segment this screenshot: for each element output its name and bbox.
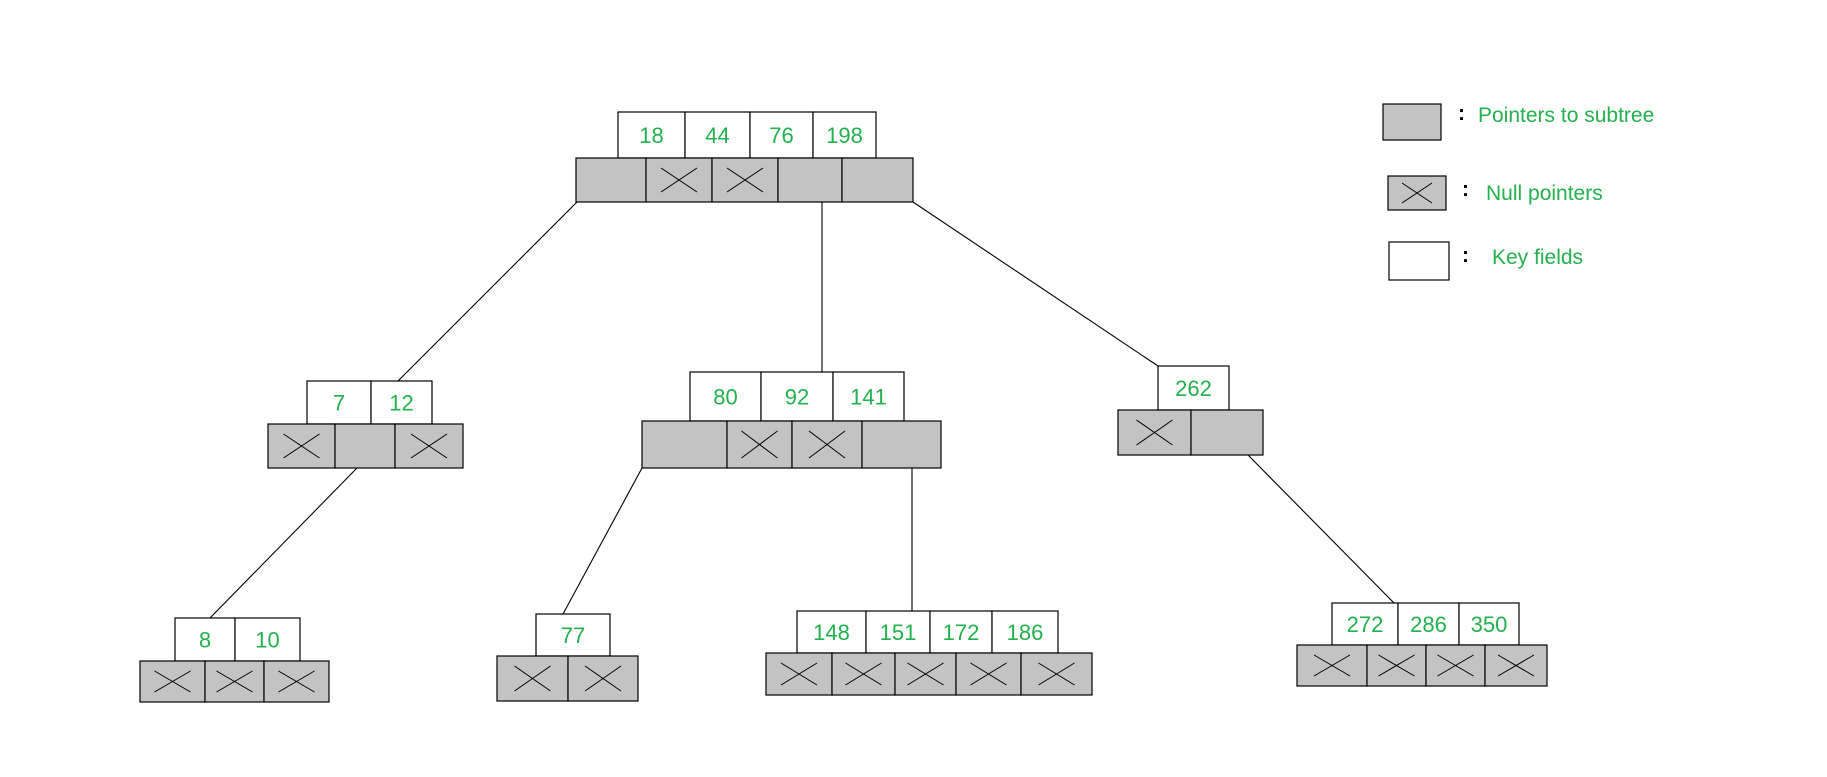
key-value: 172 — [943, 620, 980, 645]
null-pointer-x-icon — [741, 430, 778, 459]
key-value: 141 — [850, 385, 887, 410]
null-pointer-x-icon — [1401, 182, 1433, 204]
tree-nodes: 18 44 76 198 7 12 80 92 141 262 8 10 77 148 151 172 186 2… — [139, 111, 1548, 703]
key-value: 286 — [1410, 612, 1447, 637]
key-value: 18 — [639, 123, 663, 148]
legend-colon: : — [1462, 244, 1469, 267]
null-pointer-x-icon — [660, 167, 698, 193]
key-value: 151 — [880, 620, 917, 645]
key-value: 10 — [255, 628, 279, 653]
null-pointer-x-icon — [845, 662, 882, 686]
null-pointer-x-icon — [1136, 419, 1173, 446]
key-cell — [760, 371, 834, 422]
btree-node-n80: 80 92 141 — [641, 371, 942, 469]
key-cell — [1458, 602, 1520, 646]
btree-node-n262: 262 — [1117, 365, 1264, 456]
key-cell — [991, 610, 1059, 654]
key-cell — [684, 111, 751, 159]
null-pointer-x-icon — [1378, 654, 1415, 677]
key-cell — [370, 380, 433, 425]
null-pointer-x-icon — [283, 433, 320, 459]
subtree-pointer-cell — [575, 157, 647, 203]
legend-null-label: Null pointers — [1486, 182, 1603, 205]
legend-key-swatch — [1388, 241, 1450, 281]
legend-colon: : — [1458, 102, 1465, 125]
null-pointer-x-icon — [808, 430, 846, 459]
key-value: 8 — [199, 628, 211, 653]
btree-node-n272: 272 286 350 — [1296, 602, 1548, 687]
key-cell — [832, 371, 905, 422]
key-value: 92 — [785, 385, 809, 410]
null-pointer-x-icon — [1038, 662, 1075, 686]
null-pointer-x-icon — [970, 662, 1007, 686]
key-value: 262 — [1175, 376, 1212, 401]
subtree-pointer-cell — [777, 157, 843, 203]
edge-n262-to-n272 — [1247, 454, 1395, 604]
null-pointer-x-icon — [278, 670, 315, 693]
null-pointer-x-icon — [907, 662, 944, 686]
key-value: 186 — [1007, 620, 1044, 645]
null-pointer-x-icon — [584, 665, 622, 692]
key-cell — [1157, 365, 1230, 411]
key-cell — [689, 371, 762, 422]
edge-root-to-n7 — [397, 201, 578, 382]
key-cell — [306, 380, 372, 425]
key-cell — [929, 610, 993, 654]
legend: : Pointers to subtree : Null pointers : … — [1382, 102, 1654, 281]
btree-node-root: 18 44 76 198 — [575, 111, 914, 203]
key-value: 272 — [1347, 612, 1384, 637]
key-value: 76 — [769, 123, 793, 148]
key-cell — [812, 111, 877, 159]
key-value: 44 — [705, 123, 729, 148]
legend-key-label: Key fields — [1492, 246, 1583, 269]
subtree-pointer-cell — [841, 157, 914, 203]
key-cell — [1331, 602, 1399, 646]
edge-n7-to-n8 — [209, 467, 358, 619]
null-pointer-x-icon — [514, 665, 551, 692]
key-cell — [535, 613, 611, 657]
null-pointer-x-icon — [154, 670, 191, 693]
null-pointer-x-icon — [216, 670, 253, 693]
tree-edges — [209, 201, 1395, 619]
btree-node-n148: 148 151 172 186 — [765, 610, 1093, 696]
null-pointer-x-icon — [780, 662, 818, 686]
btree-node-n8: 8 10 — [139, 617, 330, 703]
edge-n80-to-n77 — [562, 467, 643, 615]
legend-colon: : — [1462, 178, 1469, 201]
key-value: 198 — [826, 123, 863, 148]
btree-node-n7: 7 12 — [267, 380, 464, 469]
subtree-pointer-cell — [334, 423, 396, 469]
null-pointer-x-icon — [1313, 654, 1351, 677]
key-value: 77 — [561, 623, 585, 648]
null-pointer-x-icon — [1497, 654, 1535, 677]
legend-pointer-label: Pointers to subtree — [1478, 104, 1654, 127]
key-value: 80 — [713, 385, 737, 410]
null-pointer-x-icon — [1437, 654, 1474, 677]
key-value: 12 — [389, 391, 413, 416]
subtree-pointer-cell — [641, 420, 728, 469]
subtree-pointer-cell — [1190, 409, 1264, 456]
btree-node-n77: 77 — [496, 613, 639, 702]
key-value: 7 — [333, 391, 345, 416]
null-pointer-x-icon — [410, 433, 448, 459]
key-value: 148 — [813, 620, 850, 645]
subtree-pointer-cell — [861, 420, 942, 469]
key-cell — [749, 111, 814, 159]
key-value: 350 — [1471, 612, 1508, 637]
edge-root-to-n262 — [912, 201, 1159, 367]
legend-pointer-swatch — [1382, 103, 1442, 141]
null-pointer-x-icon — [726, 167, 764, 193]
null-pointer-cell — [204, 660, 265, 703]
